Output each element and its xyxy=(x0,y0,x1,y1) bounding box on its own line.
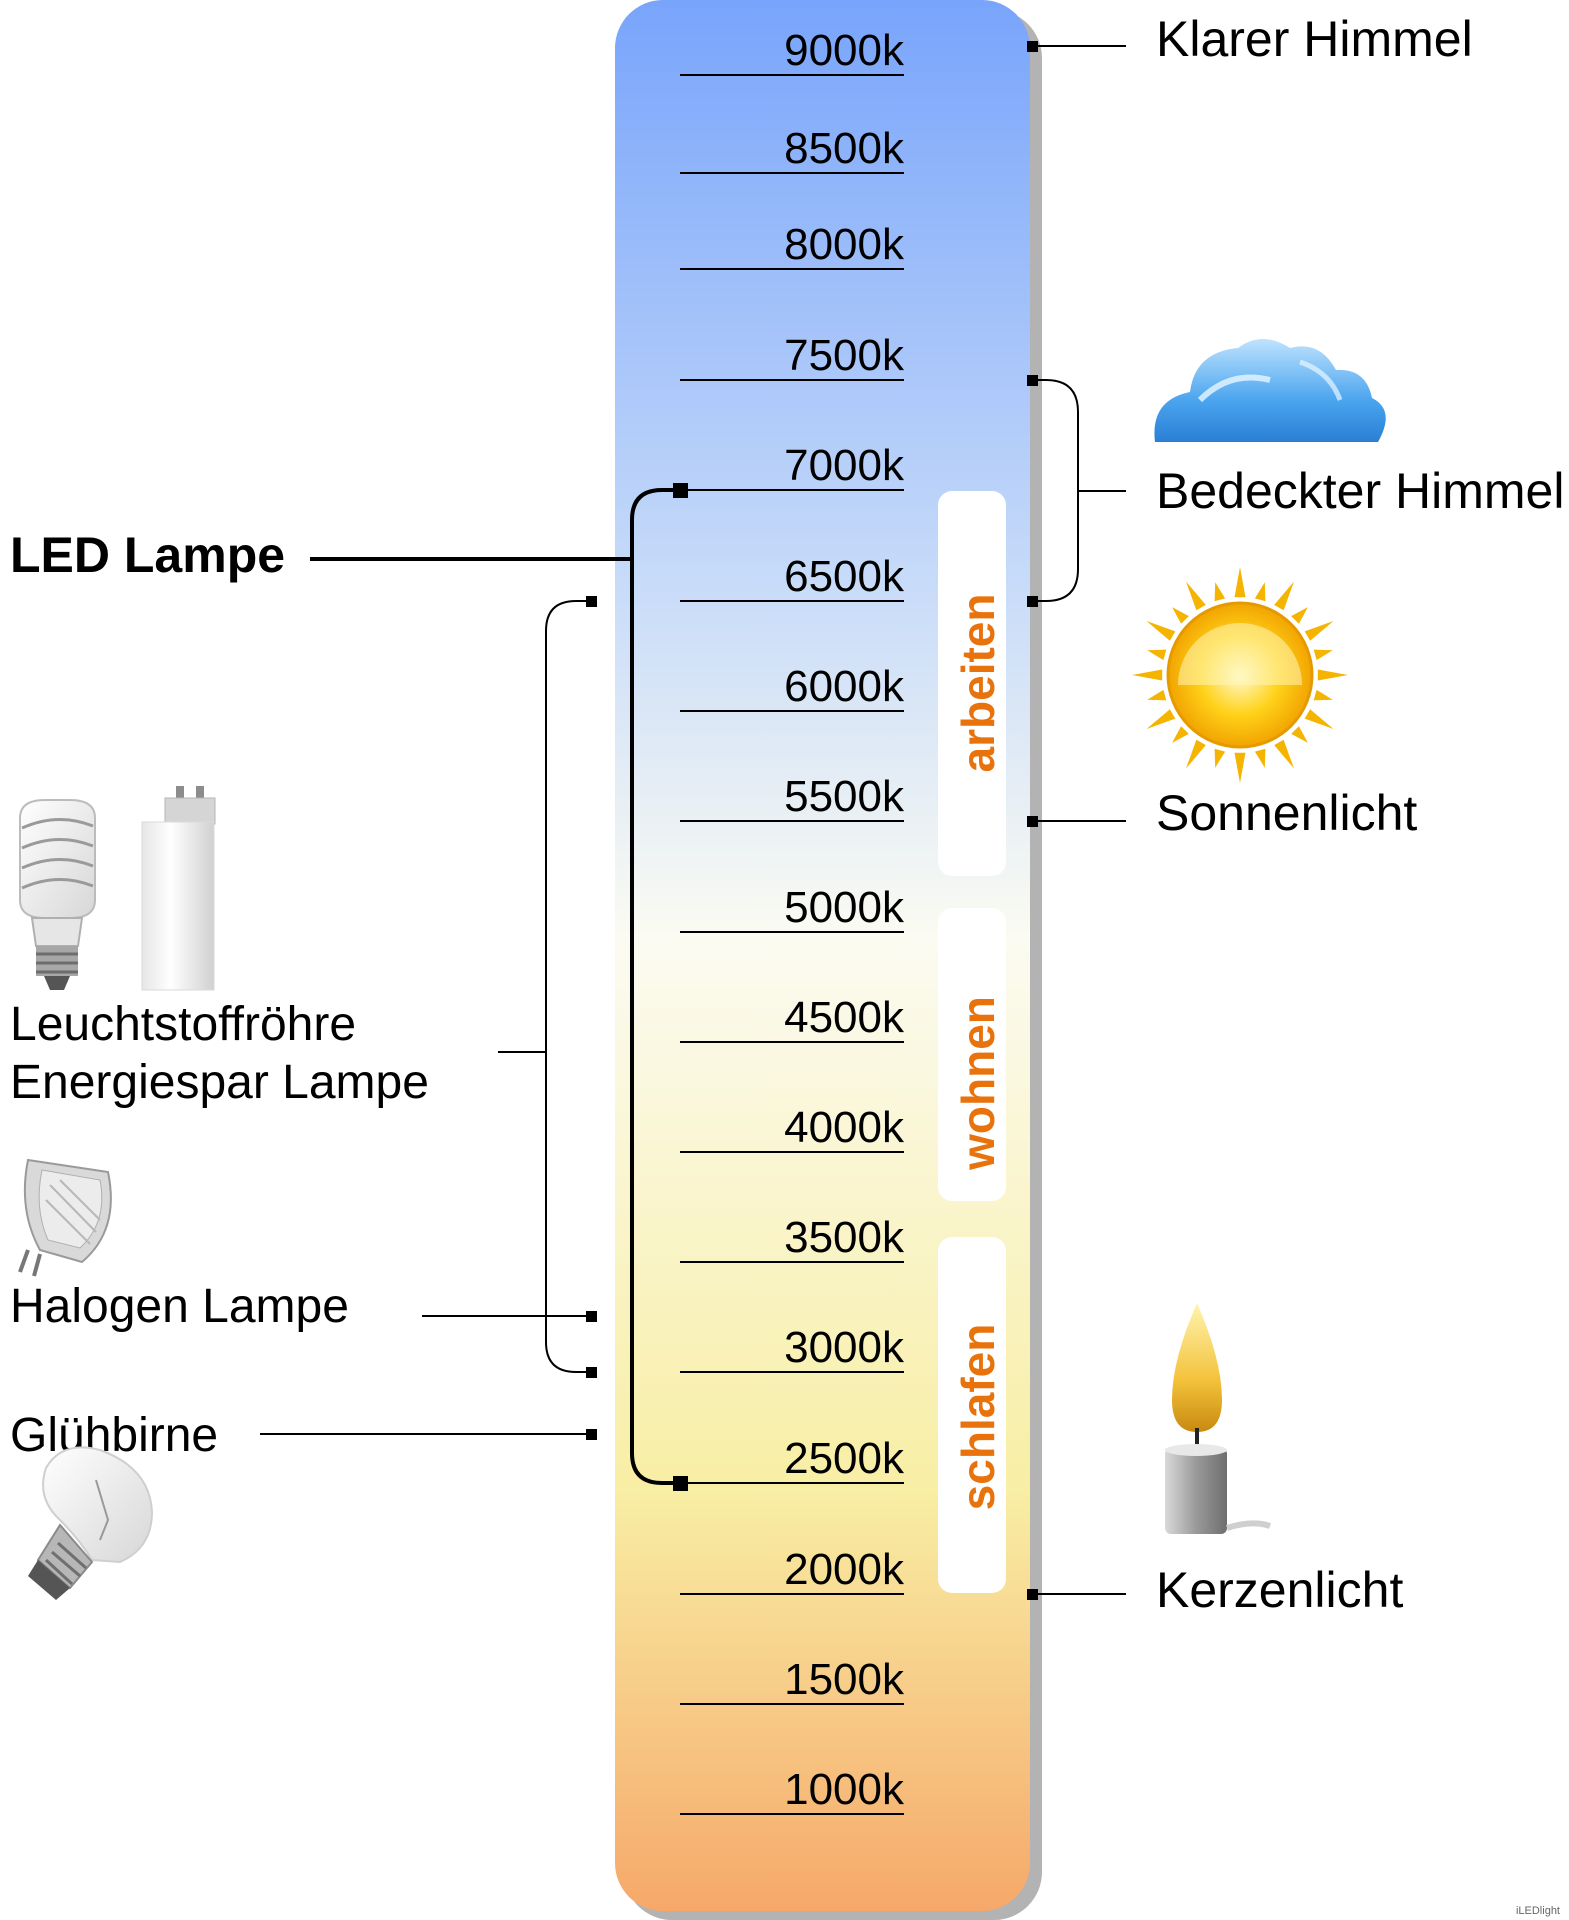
bedeckter-himmel-marker-bottom xyxy=(1027,596,1038,607)
watermark: iLEDlight xyxy=(1516,1905,1560,1917)
zone-label-schlafen: schlafen xyxy=(952,1324,1004,1511)
sun-ray xyxy=(1254,582,1266,602)
tick-label: 1000k xyxy=(784,1765,905,1814)
label-energiespar-lampe: Energiespar Lampe xyxy=(10,1056,429,1109)
scale-ticks: 9000k 8500k 8000k 7500k 7000k 6500k 6000k 5500k… xyxy=(680,26,905,1815)
sun-ray xyxy=(1291,607,1308,624)
tick-label: 7500k xyxy=(784,331,905,380)
label-sonnenlicht: Sonnenlicht xyxy=(1156,785,1417,841)
sun-ray xyxy=(1172,607,1189,624)
sun-icon xyxy=(1132,567,1348,783)
halogen-bulb-icon xyxy=(18,1158,112,1277)
sun-ray xyxy=(1254,748,1266,768)
tick-label: 8500k xyxy=(784,124,905,173)
tick-label: 5500k xyxy=(784,772,905,821)
tick-label: 3000k xyxy=(784,1323,905,1372)
klarer-himmel-marker xyxy=(1027,41,1038,52)
sun-ray xyxy=(1147,649,1167,661)
zone-schlafen: schlafen xyxy=(938,1237,1006,1593)
scale-bar xyxy=(615,0,1030,1911)
sun-ray xyxy=(1146,621,1176,641)
sun-ray xyxy=(1274,581,1294,611)
fluorescent-tube-icon xyxy=(141,786,216,991)
label-led-lampe: LED Lampe xyxy=(10,527,285,583)
tick-label: 7000k xyxy=(784,441,905,490)
sun-ray xyxy=(1304,709,1334,729)
tick-label: 9000k xyxy=(784,26,905,75)
sun-ray xyxy=(1304,621,1334,641)
sun-ray xyxy=(1186,739,1206,769)
label-kerzenlicht: Kerzenlicht xyxy=(1156,1562,1403,1618)
label-halogen-lampe: Halogen Lampe xyxy=(10,1280,349,1333)
sun-ray xyxy=(1274,739,1294,769)
tick-label: 3500k xyxy=(784,1213,905,1262)
zone-wohnen: wohnen xyxy=(938,908,1006,1201)
tick-label: 8000k xyxy=(784,220,905,269)
tick-label: 4500k xyxy=(784,993,905,1042)
led-marker-bottom xyxy=(673,1476,688,1491)
candle-icon xyxy=(1165,1303,1271,1534)
leuchtstoff-marker-bottom xyxy=(586,1367,597,1378)
bedeckter-himmel-marker-top xyxy=(1027,375,1038,386)
label-leuchtstoffroehre: Leuchtstoffröhre xyxy=(10,998,356,1051)
tick-label: 2000k xyxy=(784,1545,905,1594)
label-klarer-himmel: Klarer Himmel xyxy=(1156,11,1473,67)
kerzenlicht-marker xyxy=(1027,1589,1038,1600)
leuchtstoff-bracket xyxy=(498,600,591,1373)
tick-label: 6500k xyxy=(784,552,905,601)
sun-ray xyxy=(1147,689,1167,701)
tick-label: 4000k xyxy=(784,1103,905,1152)
sun-ray xyxy=(1313,689,1333,701)
sun-ray xyxy=(1214,748,1226,768)
sonnenlicht-marker xyxy=(1027,816,1038,827)
tick-label: 5000k xyxy=(784,883,905,932)
leuchtstoff-marker-top xyxy=(586,596,597,607)
tick-label: 2500k xyxy=(784,1434,905,1483)
cfl-bulb-icon xyxy=(19,799,96,990)
sun-ray xyxy=(1172,726,1189,743)
sun-ray xyxy=(1291,726,1308,743)
gluehbirne-marker xyxy=(586,1429,597,1440)
sun-ray xyxy=(1214,582,1226,602)
halogen-marker xyxy=(586,1311,597,1322)
incandescent-bulb-icon xyxy=(28,1446,154,1600)
sun-ray xyxy=(1317,669,1348,681)
sun-ray xyxy=(1234,567,1246,598)
sun-ray xyxy=(1234,752,1246,783)
tick-label: 1500k xyxy=(784,1655,905,1704)
label-bedeckter-himmel: Bedeckter Himmel xyxy=(1156,463,1564,519)
right-connectors xyxy=(1032,45,1126,1595)
led-marker-top xyxy=(673,483,688,498)
zone-label-wohnen: wohnen xyxy=(952,996,1004,1171)
sun-ray xyxy=(1146,709,1176,729)
zone-arbeiten: arbeiten xyxy=(938,491,1006,876)
sun-ray xyxy=(1186,581,1206,611)
sun-ray xyxy=(1132,669,1163,681)
led-lampe-bracket xyxy=(310,488,680,1485)
zone-label-arbeiten: arbeiten xyxy=(952,594,1004,773)
sun-ray xyxy=(1313,649,1333,661)
cloud-icon xyxy=(1154,339,1386,442)
label-gluehbirne: Glühbirne xyxy=(10,1409,218,1462)
tick-label: 6000k xyxy=(784,662,905,711)
